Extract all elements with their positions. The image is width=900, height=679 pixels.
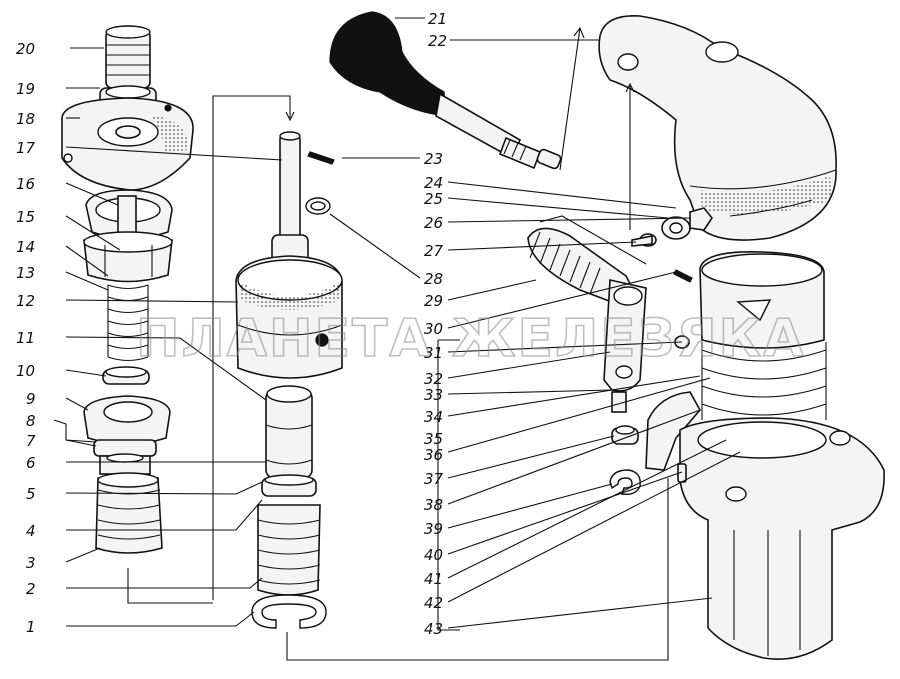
part-43-pump-body (679, 417, 885, 660)
part-30-pin (673, 269, 693, 283)
callout-12: 12 (16, 292, 35, 310)
part-9-valve-seat (83, 395, 171, 457)
callout-42: 42 (424, 594, 443, 612)
callout-11: 11 (16, 329, 35, 347)
callout-26: 26 (424, 214, 443, 232)
callout-23: 23 (424, 150, 443, 168)
callout-21: 21 (428, 10, 447, 28)
callout-3: 3 (26, 554, 36, 572)
callout-6: 6 (26, 454, 36, 472)
lever-pointer-line (559, 26, 585, 171)
part-27-bolt (631, 233, 657, 247)
part-10-small-washer (102, 366, 150, 385)
callout-27: 27 (424, 242, 444, 260)
callout-38: 38 (424, 496, 443, 514)
callout-28: 28 (424, 270, 443, 288)
part-15-cage (83, 231, 173, 283)
callout-17: 17 (16, 139, 36, 157)
callout-4: 4 (26, 522, 36, 540)
part-37-lock-plate (645, 391, 701, 471)
part-23-pin (307, 151, 335, 165)
callout-5: 5 (26, 485, 36, 503)
part-28-o-ring (305, 197, 331, 215)
center-plunger-stack (127, 95, 669, 661)
callout-31: 31 (424, 344, 443, 362)
part-1-snap-ring (251, 594, 327, 629)
callout-30: 30 (424, 320, 443, 338)
callout-40: 40 (424, 546, 443, 564)
callout-39: 39 (424, 520, 443, 538)
callout-8: 8 (26, 412, 36, 430)
part-33-spring-stack (701, 342, 827, 420)
watermark-text: ПЛАНЕТА ЖЕЛЕЗЯКА (136, 309, 805, 369)
part-39-circlip (609, 469, 641, 496)
callout-25: 25 (424, 190, 443, 208)
left-valve-stack (61, 25, 194, 554)
lever-threaded-end (498, 136, 542, 170)
part-18-flange-plate (61, 97, 194, 191)
part-11-sleeve (265, 385, 313, 479)
callout-37: 37 (424, 470, 444, 488)
part-26-nut (689, 207, 713, 231)
callout-14: 14 (16, 238, 35, 256)
part-5-ring (261, 474, 317, 497)
callout-43: 43 (424, 620, 443, 638)
part-21-lever-knob (329, 11, 447, 117)
part-16-retainer-bracket (85, 189, 173, 247)
callout-41: 41 (424, 570, 443, 588)
assembly-bracket-bottom (127, 568, 213, 604)
callout-22: 22 (428, 32, 447, 50)
callout-1: 1 (26, 618, 36, 636)
callout-15: 15 (16, 208, 35, 226)
callout-10: 10 (16, 362, 35, 380)
right-group-bracket (437, 339, 460, 631)
part-4-lower-spring (95, 472, 163, 554)
part-6-bushing (99, 453, 151, 475)
housing-pointer-line (625, 82, 635, 230)
callout-9: 9 (26, 390, 36, 408)
assembly-bracket-top (212, 95, 295, 600)
control-lever (329, 11, 562, 170)
callout-29: 29 (424, 292, 443, 310)
callout-33: 33 (424, 386, 443, 404)
callout-18: 18 (16, 110, 35, 128)
callout-numbers: 20 19 18 17 16 15 14 13 12 11 10 9 8 7 6… (16, 10, 447, 638)
callout-2: 2 (26, 580, 36, 598)
callout-7: 7 (26, 432, 36, 450)
part-12-plunger-housing (235, 255, 343, 379)
callout-32: 32 (424, 370, 443, 388)
callout-20: 20 (16, 40, 35, 58)
callout-35: 35 (424, 430, 443, 448)
leader-lines (53, 17, 741, 629)
callout-34: 34 (424, 408, 443, 426)
part-34-cam-ring (699, 251, 825, 349)
part-22-lever-housing (598, 15, 837, 241)
callout-16: 16 (16, 175, 35, 193)
callout-36: 36 (424, 446, 443, 464)
part-20-spring-cap (105, 25, 151, 89)
part-32-link-arm (603, 279, 647, 413)
part-25-washer (661, 216, 691, 240)
assembly-bracket-lower (286, 478, 669, 661)
part-2-plunger-spring (257, 504, 321, 596)
callout-13: 13 (16, 264, 35, 282)
callout-24: 24 (424, 174, 443, 192)
callout-19: 19 (16, 80, 35, 98)
